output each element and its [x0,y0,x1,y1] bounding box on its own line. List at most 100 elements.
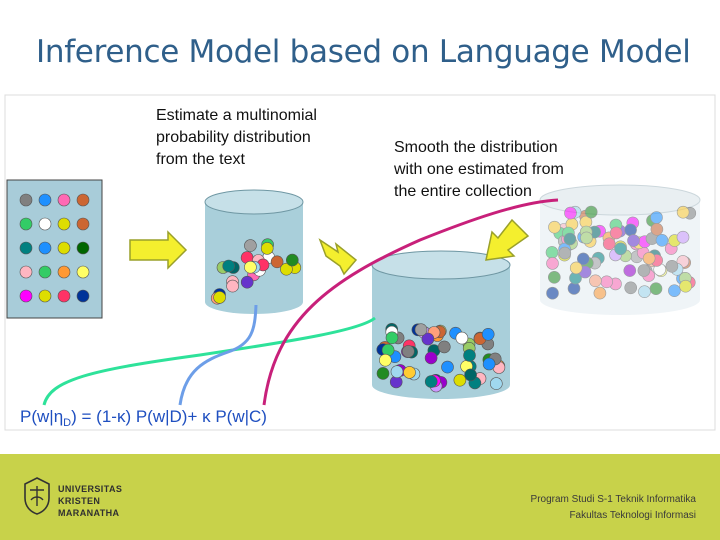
caption-estimate: Estimate a multinomial probability distr… [156,107,321,168]
arrow-down-right-icon [318,238,358,276]
color-dot [437,340,451,354]
color-dot [19,265,33,279]
color-dot [19,217,33,231]
color-dot [38,241,52,255]
color-dot [668,284,681,297]
color-dot [650,211,663,224]
color-dot [270,255,284,269]
color-dot [627,234,640,247]
university-name-line-3: MARANATHA [58,508,120,518]
magenta-curve [262,198,559,406]
color-dot [19,193,33,207]
blue-curve [178,304,258,406]
color-dot [38,193,52,207]
color-dot [580,231,593,245]
color-dot [19,241,33,255]
color-dot [584,205,598,219]
color-dot [665,260,679,273]
color-dot [57,289,71,303]
color-dot [576,252,590,266]
color-dot [76,193,90,207]
color-dot [240,275,254,289]
color-dot [76,265,90,279]
university-name-line-2: KRISTEN [58,496,101,506]
color-dot [57,241,71,255]
color-dot [463,349,476,362]
color-dot [481,328,495,341]
color-dot [564,206,577,220]
color-dot [558,246,572,260]
color-dot [482,357,496,371]
color-dot [489,377,503,390]
color-dot [385,331,399,345]
arrow-right-icon [129,230,188,270]
university-logo-icon [24,477,50,515]
smoothed-model-dots [376,323,506,393]
color-dot [421,332,435,346]
document-dots [19,193,90,303]
color-dot [589,274,602,288]
color-dot [679,279,692,293]
faculty-name: Fakultas Teknologi Informasi [569,510,696,521]
color-dot [38,217,52,231]
color-dot [401,345,415,358]
collection-dots [545,205,697,300]
color-dot [546,286,559,300]
color-dot [637,264,651,277]
color-dot [441,360,454,374]
color-dot [563,232,577,246]
caption-smooth: Smooth the distribution with one estimat… [393,139,568,200]
color-dot [453,373,467,387]
color-dot [244,260,257,274]
color-dot [226,279,239,293]
color-dot [593,286,607,300]
color-dot [403,366,416,379]
color-dot [424,351,438,365]
color-dot [38,265,52,279]
color-dot [655,234,669,247]
color-dot [642,252,656,265]
color-dot [614,242,627,256]
color-dot [213,291,226,304]
smoothing-formula: P(w|ηD) = (1-κ) P(w|D)+ κ P(w|C) [20,407,267,429]
color-dot [222,259,235,273]
color-dot [244,239,257,252]
color-dot [260,242,274,255]
color-dot [623,264,637,277]
color-dot [57,193,71,207]
color-dot [280,262,293,276]
color-dot [390,365,404,379]
color-dot [676,230,690,244]
color-dot [546,257,559,270]
color-dot [464,368,477,382]
color-dot [649,282,663,295]
color-dot [76,241,90,255]
color-dot [547,271,561,284]
color-dot [624,281,638,295]
document-model-dots [210,238,302,305]
slide-title: Inference Model based on Language Model [36,34,691,70]
color-dot [650,223,664,236]
color-dot [455,331,469,345]
university-name-line-1: UNIVERSITAS [58,484,123,494]
color-dot [414,323,428,336]
language-model-diagram: Estimate a multinomial probability distr… [4,94,716,431]
color-dot [285,253,299,267]
color-dot [676,205,690,219]
color-dot [548,220,561,234]
color-dot [424,375,438,388]
color-dot [545,246,559,259]
color-dot [38,289,52,303]
color-dot [569,261,583,275]
color-dot [600,275,614,289]
color-dot [19,289,33,303]
color-dot [624,223,637,237]
color-dot [379,353,392,367]
color-dot [57,265,71,279]
arrow-down-left-icon [485,218,530,261]
color-dot [76,217,90,231]
color-dot [638,285,651,298]
color-dot [602,237,616,251]
color-dot [609,226,623,240]
green-curve [42,316,376,406]
